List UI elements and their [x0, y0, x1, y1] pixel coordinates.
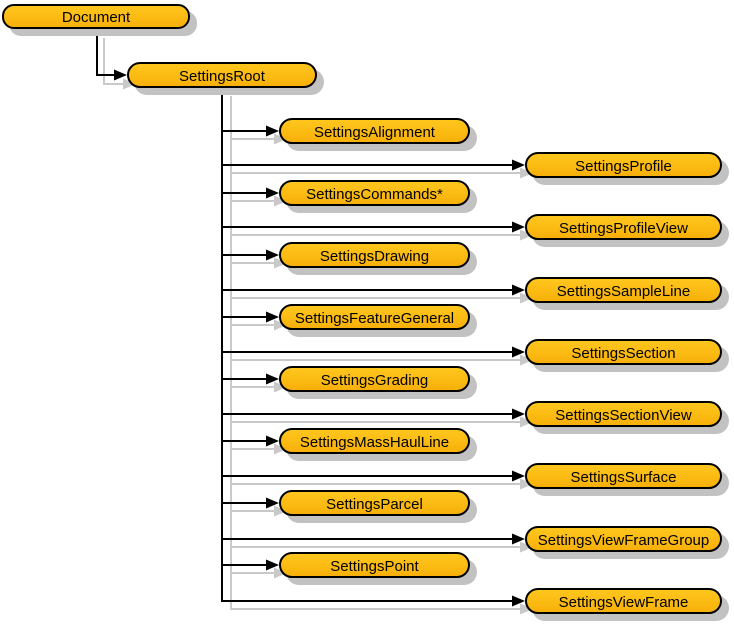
node-settingsgrading[interactable]: SettingsGrading	[279, 366, 470, 392]
node-document[interactable]: Document	[2, 4, 190, 29]
node-settingsalignment[interactable]: SettingsAlignment	[279, 118, 470, 144]
node-settingssectionview[interactable]: SettingsSectionView	[525, 401, 722, 427]
node-settingssection[interactable]: SettingsSection	[525, 339, 722, 365]
node-settingsprofileview[interactable]: SettingsProfileView	[525, 214, 722, 240]
node-settingsviewframe[interactable]: SettingsViewFrame	[525, 588, 722, 614]
node-settingsparcel[interactable]: SettingsParcel	[279, 490, 470, 516]
node-settingsmasshaulline[interactable]: SettingsMassHaulLine	[279, 428, 470, 454]
node-settingssampleline[interactable]: SettingsSampleLine	[525, 277, 722, 303]
node-settingssurface[interactable]: SettingsSurface	[525, 463, 722, 489]
node-settingsdrawing[interactable]: SettingsDrawing	[279, 242, 470, 268]
node-settingsprofile[interactable]: SettingsProfile	[525, 152, 722, 178]
node-settingsfeaturegeneral[interactable]: SettingsFeatureGeneral	[279, 304, 470, 330]
node-settingscommands[interactable]: SettingsCommands*	[279, 180, 470, 206]
node-settingsviewframegroup[interactable]: SettingsViewFrameGroup	[525, 526, 722, 552]
node-settingspoint[interactable]: SettingsPoint	[279, 552, 470, 578]
node-settingsroot[interactable]: SettingsRoot	[127, 62, 317, 88]
